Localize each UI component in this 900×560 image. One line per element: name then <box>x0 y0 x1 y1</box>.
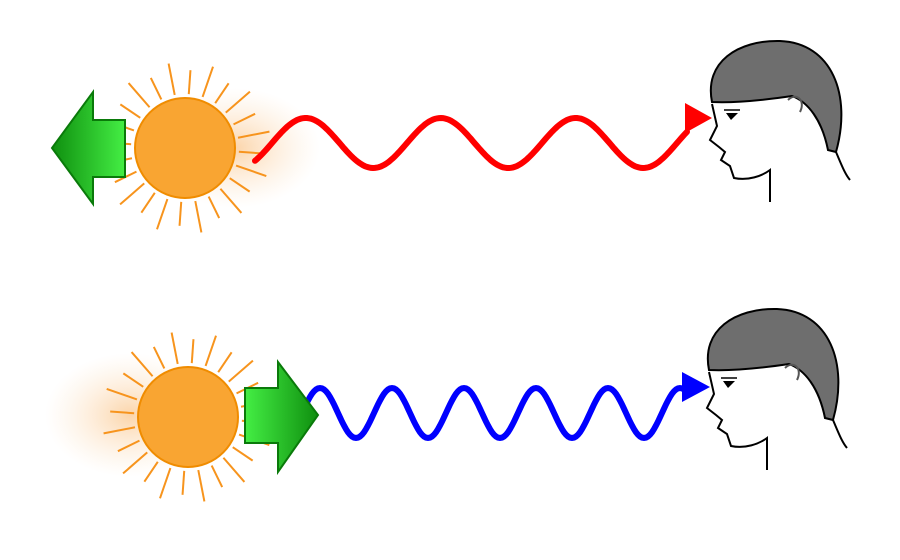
sun-ray <box>103 426 136 435</box>
sun-ray <box>156 198 169 230</box>
sun-ray <box>190 339 195 364</box>
sun-ray <box>228 359 254 383</box>
sun-ray <box>119 182 145 206</box>
red-arrowhead-icon <box>685 103 712 133</box>
sun-ray <box>106 388 138 401</box>
bottom-scene <box>45 307 848 502</box>
sun-ray <box>197 469 206 502</box>
sun-ray <box>167 63 176 96</box>
sun-ray <box>232 446 254 462</box>
sun-ray <box>159 467 172 499</box>
sun-ray <box>122 372 144 388</box>
sun-ray <box>149 77 163 100</box>
sun-icon <box>137 366 239 468</box>
sun-ray <box>233 112 256 126</box>
sun-ray <box>181 470 186 495</box>
sun-ray <box>214 82 230 104</box>
sun-ray <box>143 461 159 483</box>
sun-ray <box>204 335 217 367</box>
sun-ray <box>210 465 224 488</box>
sun-ray <box>217 351 233 373</box>
sun-ray <box>219 188 243 214</box>
sun-ray <box>152 346 166 369</box>
sun-ray <box>194 200 203 233</box>
sun-ray <box>122 451 148 475</box>
sun-ray <box>207 196 221 219</box>
red-wave-icon <box>252 114 690 172</box>
sun-ray <box>119 103 141 119</box>
sun-ray <box>229 177 251 193</box>
sun-ray <box>222 457 246 483</box>
sun-ray <box>201 66 214 98</box>
sun-ray <box>110 410 135 415</box>
sun-ray <box>117 439 140 453</box>
sun-ray <box>235 164 267 177</box>
sun-ray <box>187 70 192 95</box>
sun-ray <box>130 351 154 377</box>
sun-ray <box>225 90 251 114</box>
observer-head-icon <box>709 39 851 203</box>
blue-wave-icon <box>297 384 687 442</box>
sun-ray <box>140 192 156 214</box>
arrow-left-icon <box>50 88 126 208</box>
arrow-right-icon <box>244 359 320 476</box>
observer-head-icon <box>706 307 848 471</box>
blue-arrowhead-icon <box>682 372 710 402</box>
sun-ray <box>170 332 179 365</box>
sun-ray <box>127 82 151 108</box>
sun-ray <box>178 201 183 226</box>
top-scene <box>50 39 851 233</box>
sun-ray <box>237 130 270 139</box>
sun-icon <box>134 97 236 199</box>
